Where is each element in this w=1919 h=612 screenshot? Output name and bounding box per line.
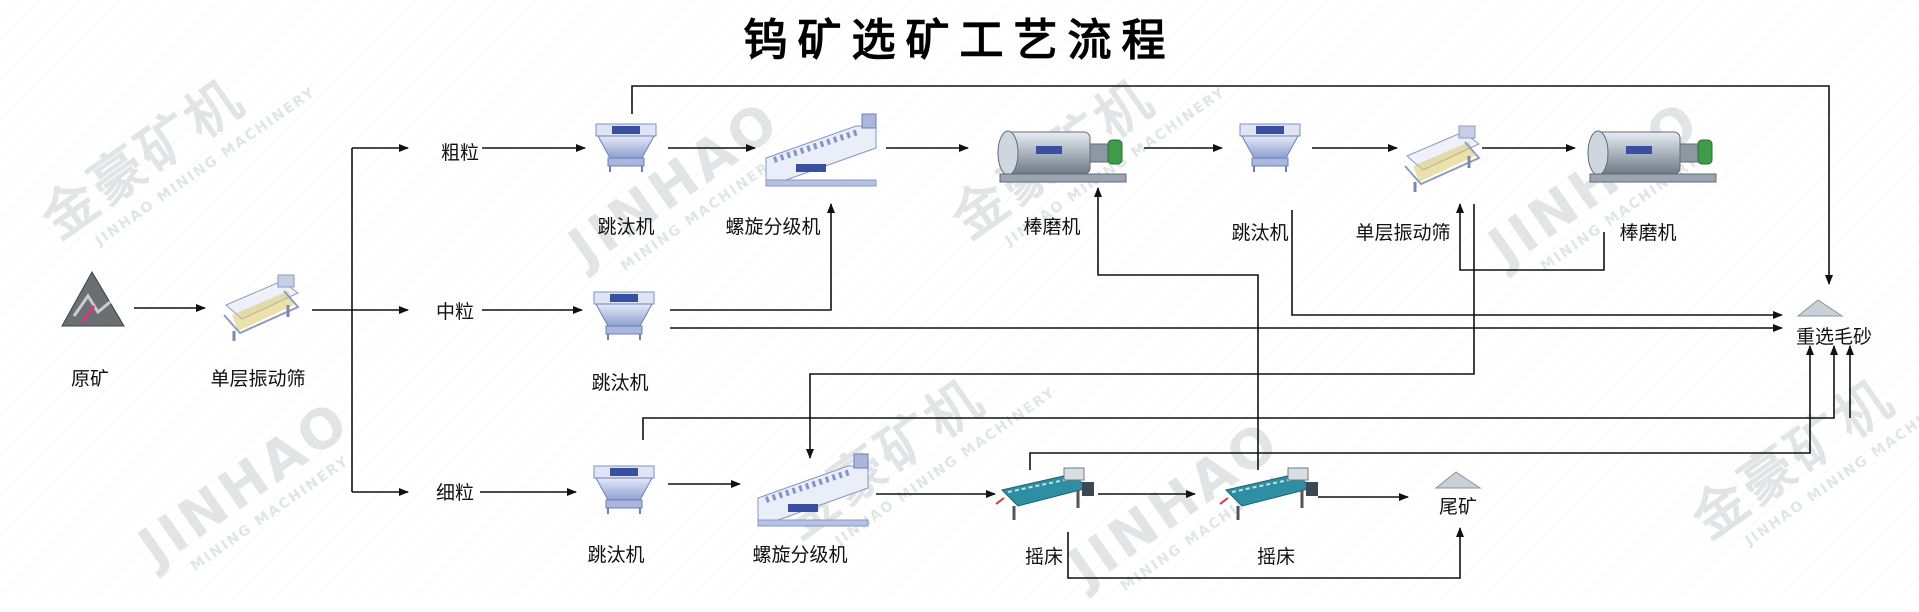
label-gravity-concentrate: 重选毛砂 [1795, 326, 1873, 348]
label-rod-mill: 棒磨机 [1023, 216, 1081, 238]
rod-mill-icon [997, 130, 1127, 183]
label-shaking-table: 摇床 [1256, 546, 1296, 568]
rod-mill-icon [1587, 130, 1717, 183]
shaking-table-icon [994, 466, 1096, 522]
label-shaking-table: 摇床 [1024, 546, 1064, 568]
label-classifier: 螺旋分级机 [725, 216, 821, 238]
jig-icon [593, 291, 655, 341]
label-classifier: 螺旋分级机 [752, 544, 848, 566]
jig-icon [1239, 123, 1301, 173]
label-coarse: 粗粒 [440, 142, 480, 164]
label-raw-ore: 原矿 [70, 368, 110, 390]
label-rod-mill: 棒磨机 [1619, 222, 1677, 244]
tailings-pile-icon [1435, 471, 1481, 489]
concentrate-pile-icon [1797, 299, 1843, 317]
page-title: 钨矿选矿工艺流程 [743, 15, 1176, 66]
spiral-classifier-icon [758, 454, 868, 526]
flow-diagram [61, 85, 1854, 579]
jig-icon [593, 465, 655, 515]
raw-ore-icon [61, 270, 125, 327]
label-jig: 跳汰机 [1231, 222, 1289, 244]
label-jig: 跳汰机 [587, 544, 645, 566]
label-tailings: 尾矿 [1438, 496, 1478, 518]
label-jig: 跳汰机 [597, 216, 655, 238]
shaking-table-icon [1218, 466, 1320, 522]
vibrating-screen-icon [1403, 124, 1481, 194]
label-fine: 细粒 [435, 482, 475, 504]
jig-icon [595, 123, 657, 173]
label-jig: 跳汰机 [591, 372, 649, 394]
spiral-classifier-icon [766, 114, 876, 186]
vibrating-screen-icon [222, 273, 300, 343]
label-medium: 中粒 [435, 301, 475, 323]
label-screen: 单层振动筛 [210, 368, 306, 390]
label-screen: 单层振动筛 [1355, 222, 1451, 244]
